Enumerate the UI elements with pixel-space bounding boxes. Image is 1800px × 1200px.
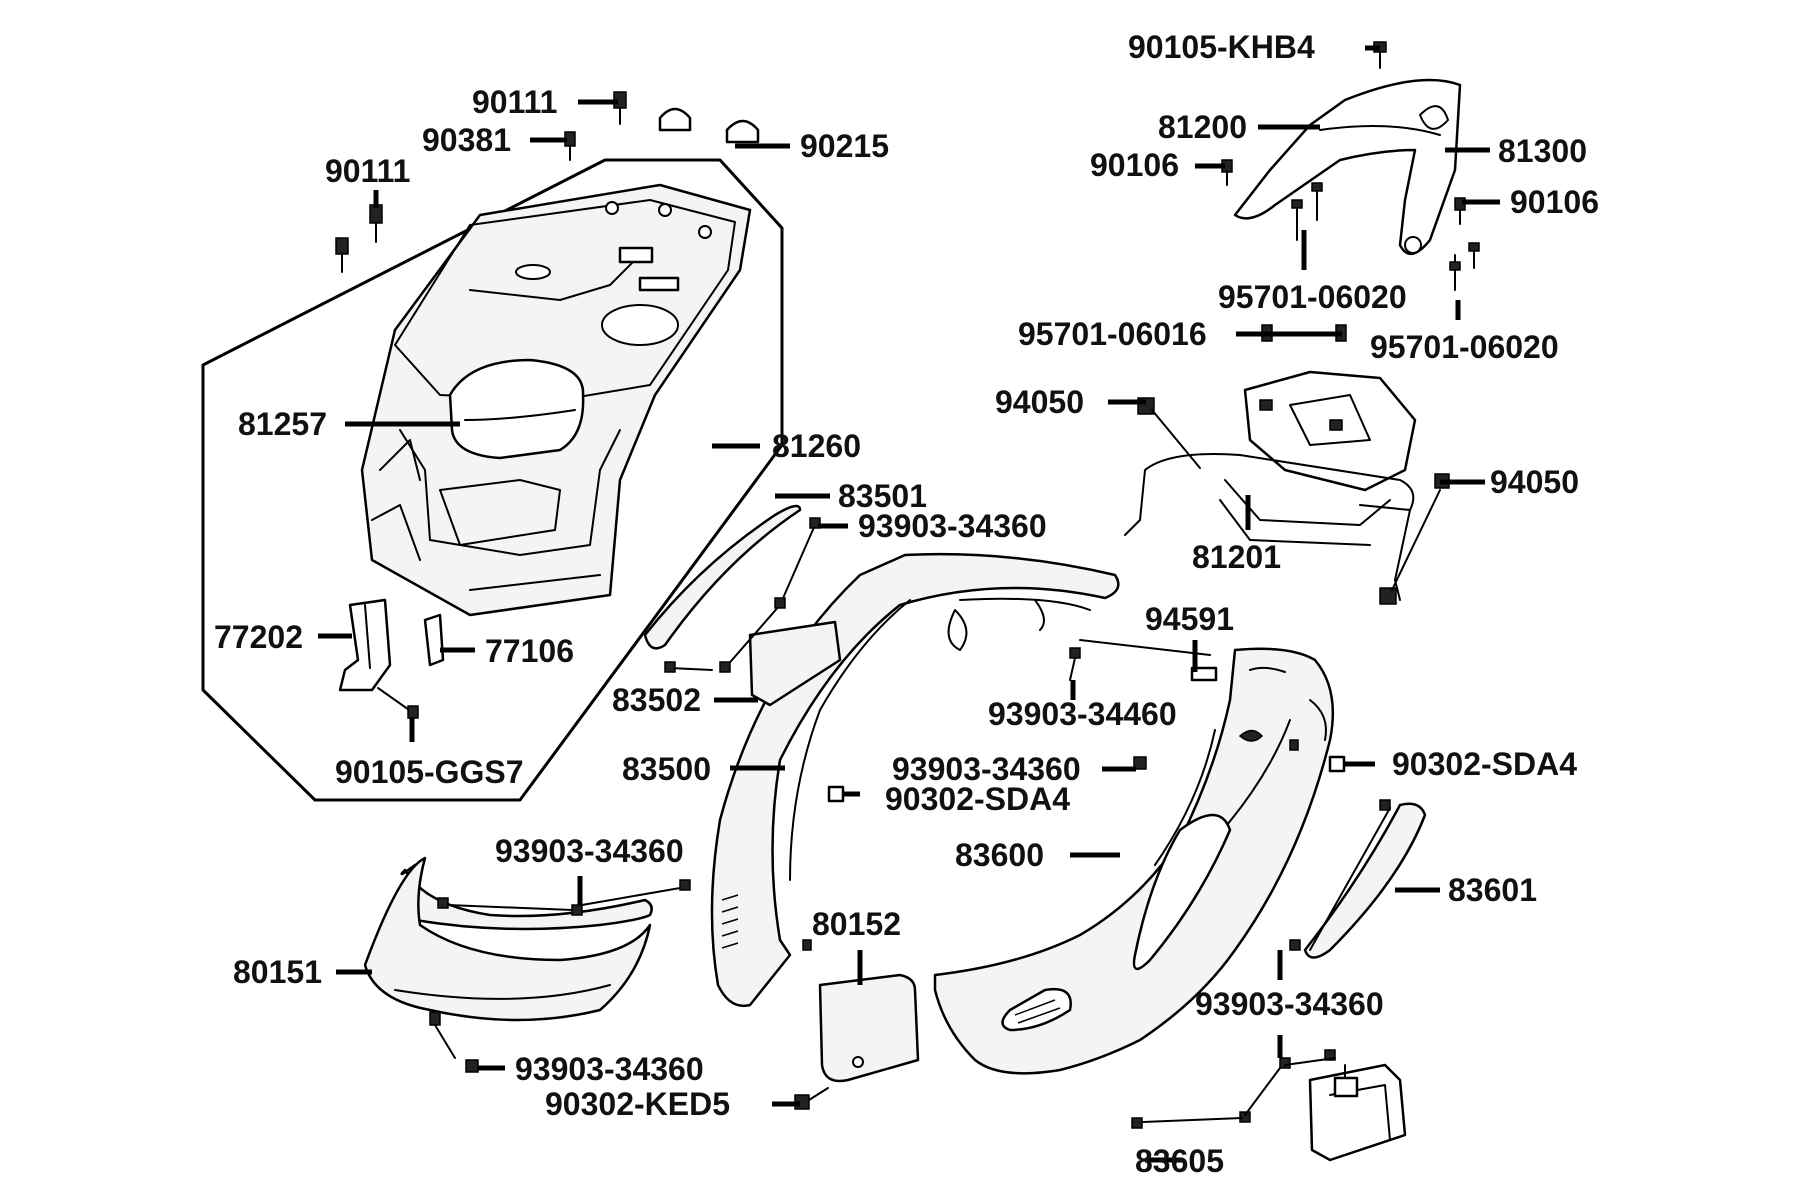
- label-81300: 81300: [1498, 133, 1587, 169]
- screw-93903-34460: [1069, 647, 1081, 681]
- label-83601: 83601: [1448, 872, 1537, 908]
- label-94050-right: 94050: [1490, 464, 1579, 500]
- clip-90302-SDA4-right: [1328, 755, 1346, 773]
- label-81260: 81260: [772, 428, 861, 464]
- label-83605: 83605: [1135, 1143, 1224, 1179]
- rear-carrier-81200: [1233, 78, 1462, 255]
- bolt-90111-left: [335, 204, 383, 273]
- label-77106: 77106: [485, 633, 574, 669]
- screws-93903-34360-lower-left: [437, 879, 691, 916]
- rear-frame-81201: [1124, 370, 1417, 601]
- label-93903-34360-right: 93903-34360: [1195, 986, 1384, 1022]
- body-cover-right-83600: [933, 647, 1335, 1075]
- group-callout-outline: [201, 158, 784, 802]
- clip-94591: [1079, 639, 1218, 682]
- screws-93903-34360-upper: [664, 517, 821, 673]
- label-90302-KED5: 90302-KED5: [545, 1086, 730, 1122]
- bolts-95701-06020-left: [1291, 182, 1323, 241]
- label-83502: 83502: [612, 682, 701, 718]
- bolt-90111-top: [613, 91, 627, 125]
- label-95701-06020-right: 95701-06020: [1370, 329, 1559, 365]
- label-94591: 94591: [1145, 601, 1234, 637]
- bolt-90381: [564, 131, 576, 161]
- label-93903-34360-bottom: 93903-34360: [515, 1051, 704, 1087]
- screws-93903-34360-bottom-right: [1131, 1049, 1336, 1129]
- label-81201: 81201: [1192, 539, 1281, 575]
- bracket-83605: [1308, 1063, 1407, 1162]
- label-95701-06016: 95701-06016: [1018, 316, 1207, 352]
- side-panel-upper-83501: [643, 504, 802, 650]
- label-90106-right: 90106: [1510, 184, 1599, 220]
- label-90302-SDA4-right: 90302-SDA4: [1392, 746, 1577, 782]
- label-80152: 80152: [812, 906, 901, 942]
- label-83600: 83600: [955, 837, 1044, 873]
- cover-80152: [818, 973, 920, 1083]
- garnish-83502: [748, 620, 842, 707]
- bolt-90105-GGS7: [377, 687, 419, 719]
- screws-93903-34360-right: [1289, 799, 1391, 951]
- label-83501: 83501: [838, 478, 927, 514]
- label-81200: 81200: [1158, 109, 1247, 145]
- side-panel-83601: [1303, 802, 1427, 959]
- label-94050-left: 94050: [995, 384, 1084, 420]
- clip-77106: [423, 613, 445, 667]
- nut-94050-left: [1137, 397, 1201, 469]
- label-93903-34360-mid: 93903-34360: [892, 751, 1081, 787]
- label-90381: 90381: [422, 122, 511, 158]
- clip-90302-SDA4-left: [827, 785, 845, 803]
- label-90302-SDA4-left: 90302-SDA4: [885, 781, 1070, 817]
- bracket-77202: [338, 598, 392, 692]
- cap-nut-90215: [658, 107, 760, 144]
- label-77202: 77202: [214, 619, 303, 655]
- label-93903-34460: 93903-34460: [988, 696, 1177, 732]
- label-90105-GGS7: 90105-GGS7: [335, 754, 524, 790]
- label-93903-34360-upper: 93903-34360: [858, 508, 1047, 544]
- label-80151: 80151: [233, 954, 322, 990]
- label-90215: 90215: [800, 128, 889, 164]
- label-90111-top: 90111: [472, 84, 557, 120]
- label-90111-left: 90111: [325, 153, 410, 189]
- label-90105-KHB4: 90105-KHB4: [1128, 29, 1315, 65]
- label-93903-34360-lower-left: 93903-34360: [495, 833, 684, 869]
- screw-93903-34360-bottom: [465, 1059, 479, 1073]
- lower-garnish-80151: [363, 856, 653, 1059]
- label-81257: 81257: [238, 406, 327, 442]
- label-95701-06020-left: 95701-06020: [1218, 279, 1407, 315]
- leader-lines: [318, 45, 1500, 1163]
- label-90106-left: 90106: [1090, 147, 1179, 183]
- screw-93903-34360-mid: [1133, 756, 1147, 770]
- label-83500: 83500: [622, 751, 711, 787]
- bolts-95701-06020-right: [1449, 242, 1480, 291]
- nut-94050-right: [1379, 473, 1450, 605]
- seat-pad-81257: [448, 358, 585, 460]
